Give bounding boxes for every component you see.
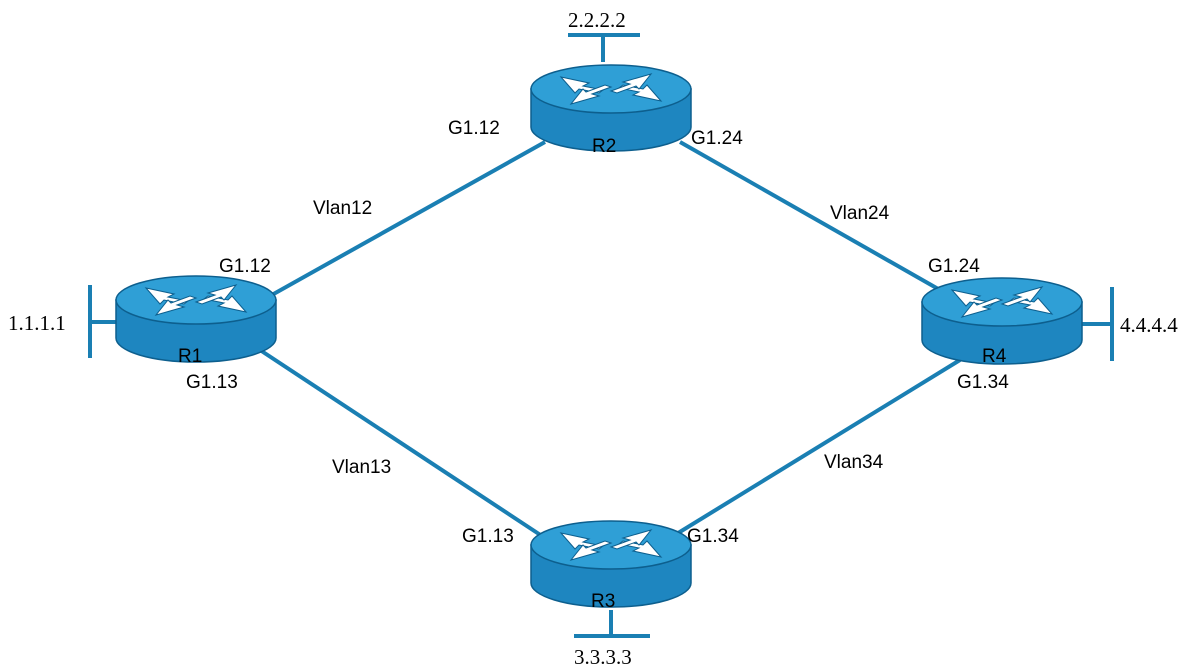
- iface-label-r2-vlan24: G1.24: [691, 128, 743, 149]
- iface-label-r2-vlan12: G1.12: [448, 118, 500, 139]
- vlan-label-24: Vlan24: [830, 203, 890, 224]
- iface-label-r1-vlan12: G1.12: [219, 256, 271, 277]
- loopback-stubs: [88, 33, 1114, 638]
- iface-label-r3-vlan13: G1.13: [462, 526, 514, 547]
- loopback-address-r2: 2.2.2.2: [568, 8, 626, 32]
- router-name-r1: R1: [178, 346, 202, 367]
- router-name-r4: R4: [982, 346, 1007, 367]
- iface-label-r1-vlan13: G1.13: [186, 372, 238, 393]
- iface-label-r4-vlan34: G1.34: [957, 372, 1009, 393]
- link-vlan12: [269, 140, 546, 298]
- vlan-label-13: Vlan13: [332, 457, 391, 478]
- link-vlan34: [668, 358, 962, 540]
- vlan-label-34: Vlan34: [824, 452, 884, 473]
- links: [258, 140, 962, 540]
- iface-label-r3-vlan34: G1.34: [687, 526, 739, 547]
- loopback-address-r3: 3.3.3.3: [574, 645, 632, 669]
- loopback-address-r4: 4.4.4.4: [1120, 313, 1178, 337]
- iface-label-r4-vlan24: G1.24: [928, 256, 980, 277]
- vlan-label-12: Vlan12: [313, 198, 372, 219]
- link-vlan24: [679, 140, 941, 292]
- loopback-address-r1: 1.1.1.1: [8, 311, 66, 335]
- router-name-r2: R2: [592, 136, 616, 157]
- link-vlan13: [258, 348, 547, 540]
- router-name-r3: R3: [591, 591, 615, 612]
